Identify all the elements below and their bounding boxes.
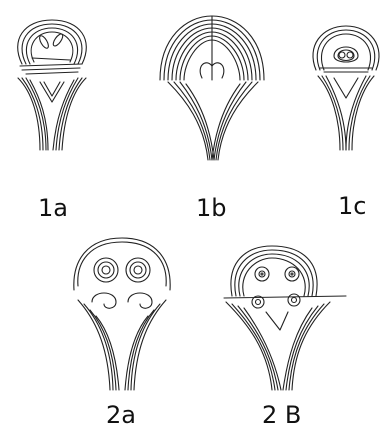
figure-2a (74, 238, 170, 390)
figure-2b-head (224, 246, 346, 308)
figure-1a (18, 20, 87, 150)
figure-label-2a: 2a (106, 403, 136, 427)
figure-label-1a: 1a (38, 196, 68, 220)
figure-1c-head (313, 26, 379, 72)
figure-label-2b: 2 B (262, 403, 301, 427)
figure-2b-stem (226, 302, 330, 390)
figure-label-1b: 1b (196, 196, 227, 220)
figure-1b (160, 16, 264, 160)
figure-1b-stem (168, 82, 258, 160)
figure-1a-stem (18, 78, 86, 150)
figure-1c (313, 26, 379, 150)
figure-2a-stem (78, 300, 166, 390)
figure-1c-stem (318, 76, 374, 150)
figure-2b (224, 246, 346, 390)
figure-2a-head (74, 238, 170, 308)
figure-1b-head (160, 16, 264, 80)
figure-1a-head (18, 20, 87, 74)
figure-label-1c: 1c (338, 194, 366, 218)
